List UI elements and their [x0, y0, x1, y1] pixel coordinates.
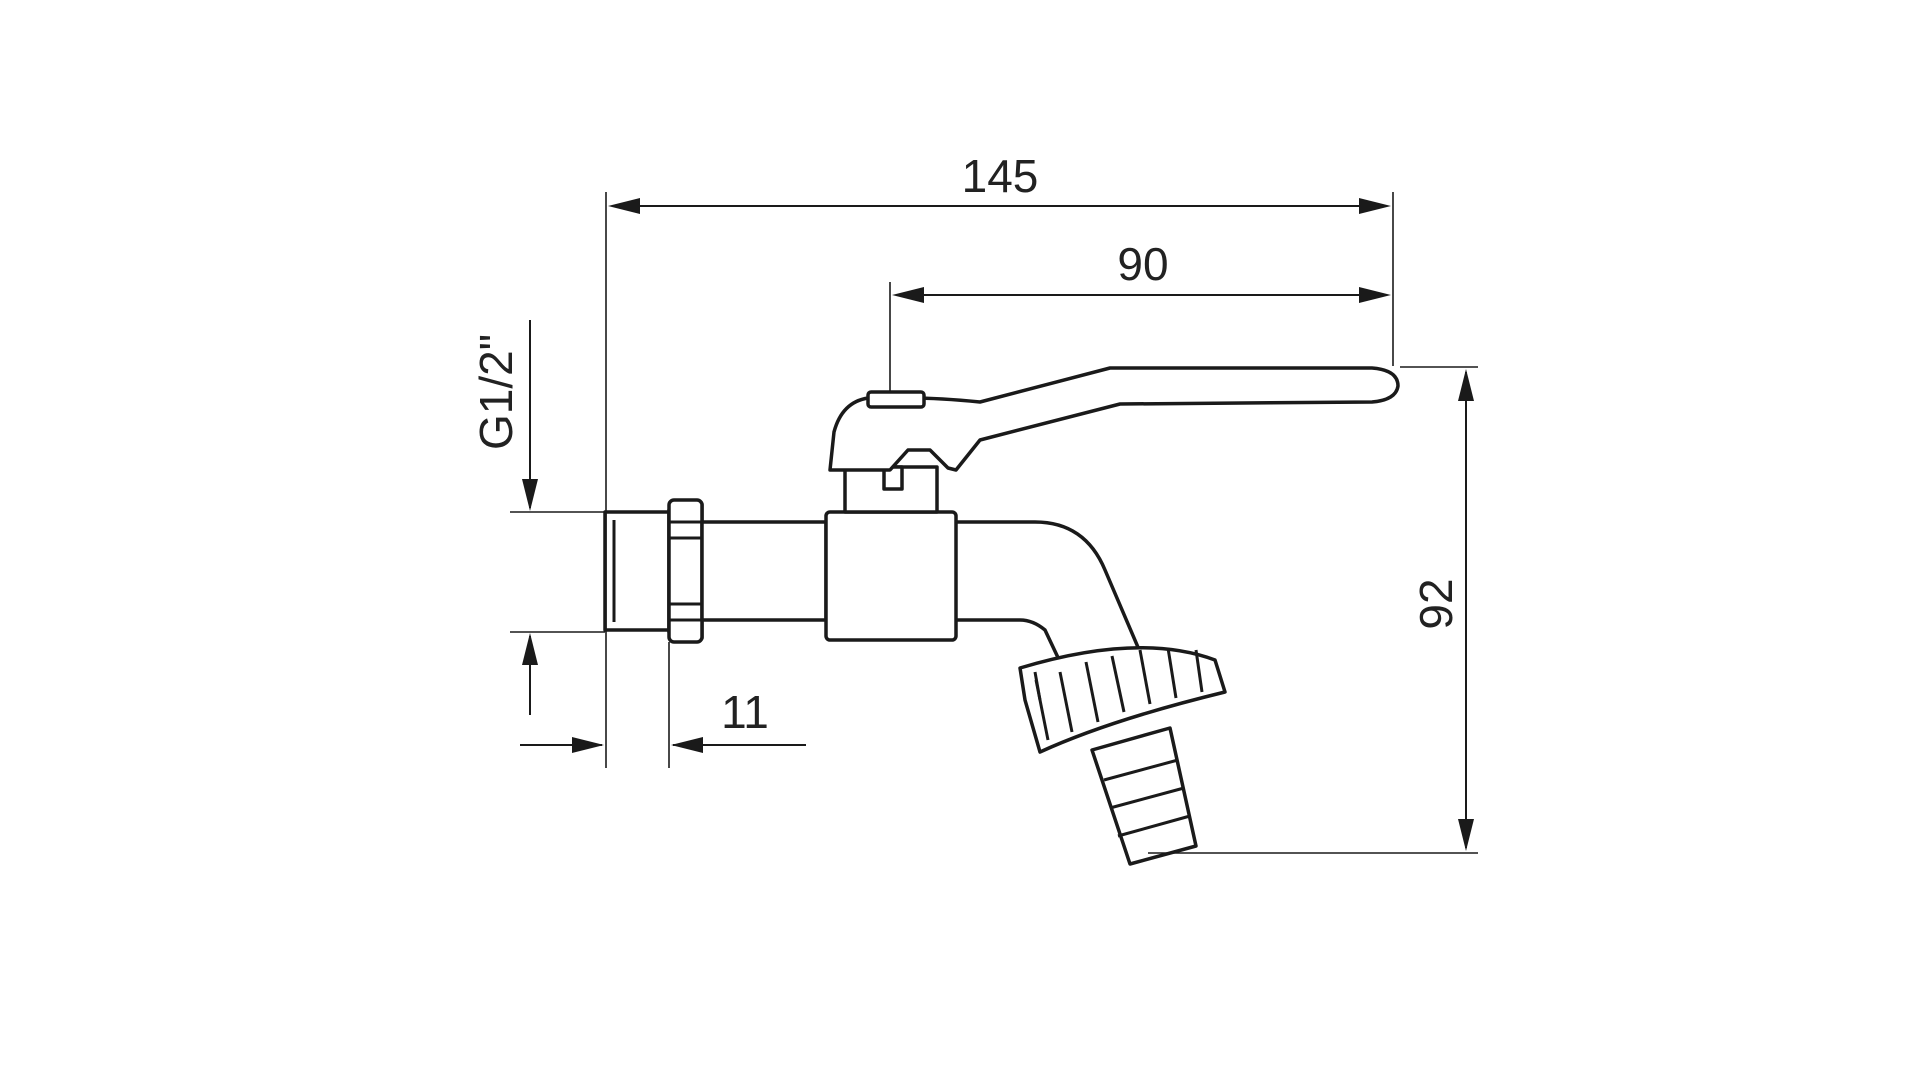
hex-nut: [667, 498, 704, 644]
arrow-left-icon: [671, 737, 703, 753]
dimension-height: 92: [1148, 366, 1478, 854]
handle-stem: [843, 465, 939, 514]
coupling-nut: [1018, 646, 1227, 754]
dimension-thread-size: G1/2": [470, 320, 605, 715]
hose-barb: [1090, 726, 1198, 866]
handle-screw: [866, 390, 926, 409]
faucet: [603, 366, 1400, 866]
arrow-left-icon: [892, 287, 924, 303]
arrow-right-icon: [1359, 198, 1391, 214]
inlet-thread: [603, 510, 671, 632]
arrow-up-icon: [522, 633, 538, 665]
arrow-right-icon: [1359, 287, 1391, 303]
inlet-pipe: [700, 520, 828, 622]
overall-length-label: 145: [962, 150, 1039, 202]
thread-size-label: G1/2": [470, 334, 522, 450]
dimension-thread-length: 11: [520, 642, 806, 768]
arrow-right-icon: [572, 737, 604, 753]
lever-handle: [828, 366, 1400, 472]
height-label: 92: [1410, 578, 1462, 629]
thread-length-label: 11: [721, 686, 769, 738]
arrow-left-icon: [608, 198, 640, 214]
dimension-overall-length: 145: [605, 150, 1394, 768]
valve-body: [824, 510, 958, 642]
arrow-down-icon: [522, 479, 538, 511]
arrow-up-icon: [1458, 369, 1474, 401]
arrow-down-icon: [1458, 819, 1474, 851]
dimension-handle-length: 90: [889, 238, 1391, 392]
handle-length-label: 90: [1117, 238, 1168, 290]
